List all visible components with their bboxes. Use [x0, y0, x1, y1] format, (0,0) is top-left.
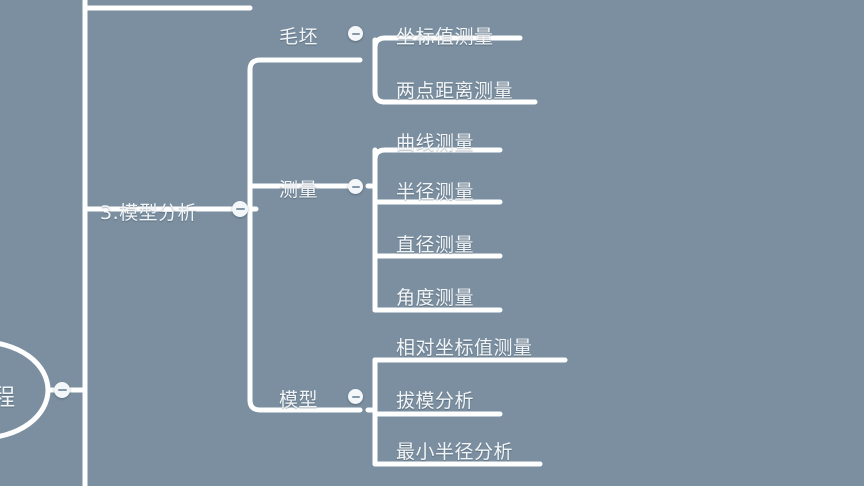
leaf-draft-analysis: 拔模分析 [396, 390, 475, 412]
collapse-toggle-measure[interactable] [348, 179, 363, 194]
leaf-relative-coordinate-measure: 相对坐标值测量 [396, 337, 533, 359]
collapse-toggle-model[interactable] [348, 389, 363, 404]
leaf-curve-measure: 曲线测量 [396, 132, 475, 154]
node-label-blank: 毛坯 [279, 26, 319, 48]
node-label-measure: 测量 [279, 179, 319, 201]
collapse-toggle-model-analysis[interactable] [232, 201, 248, 217]
leaf-radius-measure: 半径测量 [396, 181, 475, 203]
leaf-angle-measure: 角度测量 [396, 287, 475, 309]
node-label-model: 模型 [279, 389, 319, 411]
root-collapse-toggle[interactable] [54, 382, 70, 398]
root-node-label: 程 [0, 385, 16, 411]
collapse-toggle-blank[interactable] [348, 26, 363, 41]
leaf-coordinate-measure: 坐标值测量 [396, 26, 494, 48]
node-label-model-analysis: 3.模型分析 [100, 202, 198, 224]
leaf-diameter-measure: 直径测量 [396, 234, 475, 256]
leaf-minimum-radius-analysis: 最小半径分析 [396, 441, 514, 463]
leaf-two-point-distance-measure: 两点距离测量 [396, 80, 514, 102]
